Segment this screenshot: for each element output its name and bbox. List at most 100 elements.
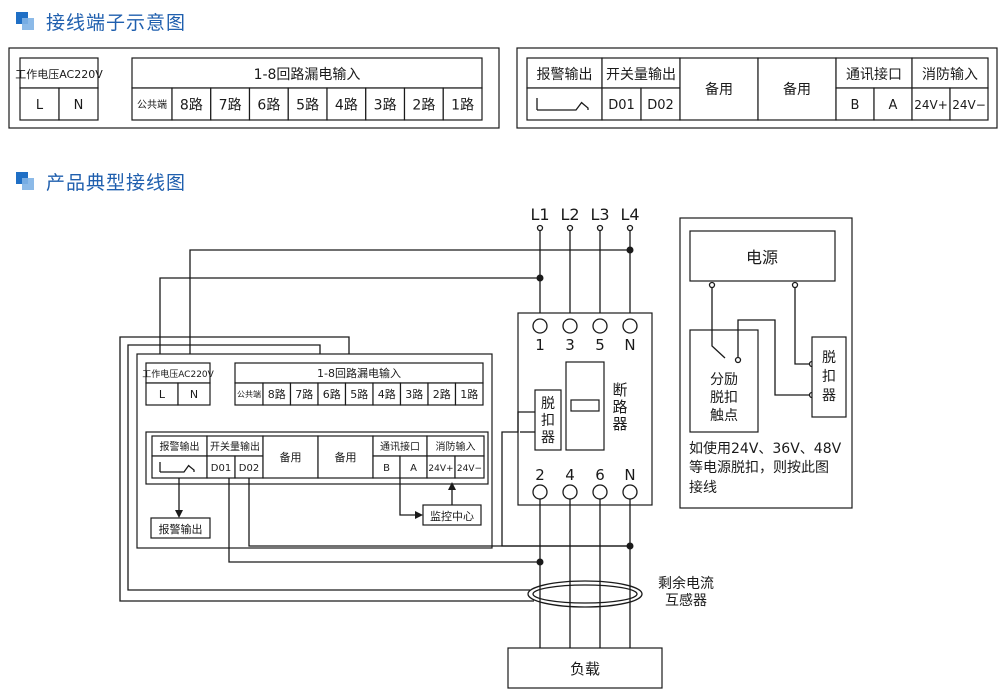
leakage-label: 2路: [412, 97, 435, 113]
dev-comm-header: 通讯接口: [380, 440, 420, 453]
monitor-arrow-head: [415, 511, 423, 519]
switch-d02-cell: [640, 87, 681, 121]
power-l-label: L: [36, 98, 44, 113]
breaker-trip-1: 脱: [541, 396, 555, 412]
fire-arrow-head: [448, 482, 456, 490]
ct-toroid-outer: [527, 580, 643, 608]
shunt-trip-3: 器: [822, 388, 836, 404]
leakage-label: 5路: [296, 97, 319, 113]
breaker-term-4: 4: [565, 466, 575, 484]
power-n-cell: [58, 87, 99, 121]
comm-b: B: [851, 98, 860, 113]
dev-power-n-cell: [177, 382, 211, 406]
phase-input-terminals: [536, 224, 634, 232]
breaker-term-3: 3: [565, 336, 575, 354]
alarm-contact-cell: [526, 87, 603, 121]
alarm-output-label: 报警输出: [159, 522, 203, 536]
power-header-cell: [19, 57, 99, 89]
leakage-cell: [442, 87, 483, 121]
leakage-cell: [210, 87, 251, 121]
dev-comm-a: A: [410, 463, 417, 474]
fire-header: 消防输入: [922, 67, 978, 83]
power-header: 工作电压AC220V: [15, 68, 103, 81]
dev-alarm-header: 报警输出: [160, 440, 200, 453]
relay-contact-icon: [536, 98, 589, 111]
leakage-label: 3路: [374, 97, 397, 113]
dev-leakage-label: 2路: [433, 388, 451, 401]
fire-header-cell: [911, 57, 989, 89]
alarm-output-box: [150, 517, 211, 539]
breaker-term-n-top: N: [624, 336, 635, 354]
dev-fire-p: 24V+: [428, 464, 453, 474]
switch-d02: D02: [647, 98, 674, 113]
power-wire-n: [189, 249, 630, 363]
alarm-arrow-head: [175, 510, 183, 518]
shunt-contact-2: 脱扣: [710, 390, 738, 406]
dev-leakage-label: 7路: [295, 388, 313, 401]
shunt-power-box: [689, 230, 836, 282]
leakage-label: 6路: [257, 97, 280, 113]
breaker-term-5: 5: [595, 336, 605, 354]
dev-leakage-label: 5路: [350, 388, 368, 401]
switch-header-cell: [601, 57, 681, 89]
spare2-label: 备用: [783, 81, 811, 98]
dev-power-header: 工作电压AC220V: [142, 368, 214, 380]
leakage-cell: [287, 87, 328, 121]
phase-label-l1: L1: [530, 205, 549, 224]
dev-power-l: L: [159, 388, 166, 401]
leakage-cell: [248, 87, 289, 121]
dev-leakage-cell: [454, 382, 484, 406]
breaker-name-1: 断: [612, 381, 627, 399]
fire-p-cell: [911, 87, 951, 121]
leakage-label: 8路: [180, 97, 203, 113]
section-title-terminal: 接线端子示意图: [16, 9, 187, 34]
section-marker-icon: [16, 172, 34, 190]
load-box: [507, 647, 663, 689]
shunt-note-2: 等电源脱扣，则按此图: [689, 459, 829, 476]
leakage-cell: [171, 87, 212, 121]
phase-label-l4: L4: [620, 205, 639, 224]
shunt-contact-box: [689, 329, 759, 433]
breaker-trip-2: 扣: [541, 413, 555, 429]
d01-wire: [228, 478, 540, 563]
dev-power-n: N: [190, 388, 198, 401]
breaker-trip-3: 器: [541, 430, 555, 446]
leakage-header: 1-8回路漏电输入: [254, 67, 361, 83]
power-l-cell: [19, 87, 60, 121]
breaker-top-terminals: [532, 318, 638, 334]
section-title-text: 接线端子示意图: [46, 11, 187, 34]
shunt-power-label: 电源: [746, 248, 778, 267]
fire-p: 24V+: [914, 98, 948, 112]
shunt-note-3: 接线: [689, 479, 717, 496]
shunt-trip-1: 脱: [822, 350, 836, 366]
dev-leakage-label: 3路: [405, 388, 423, 401]
dev-fire-header: 消防输入: [436, 440, 476, 453]
dev-spare1-cell: [262, 435, 319, 479]
shunt-wire-contact: [737, 319, 812, 396]
ct-wire-2: [127, 344, 530, 591]
fire-m-cell: [949, 87, 989, 121]
phase-label-l3: L3: [590, 205, 609, 224]
shunt-contact-3: 触点: [710, 408, 738, 424]
ct-wire-1: [119, 336, 534, 602]
section-title-text: 产品典型接线图: [46, 171, 187, 194]
leakage-label: 4路: [335, 97, 358, 113]
dev-leakage-label: 公共端: [237, 389, 261, 399]
shunt-power-terminals: [708, 281, 799, 289]
load-label: 负载: [570, 660, 600, 678]
dev-relay-contact-icon: [159, 462, 195, 473]
breaker-term-2: 2: [535, 466, 545, 484]
phase-input-wires: [539, 231, 631, 318]
spare1-label: 备用: [705, 81, 733, 98]
dev-leakage-header: 1-8回路漏电输入: [317, 366, 401, 380]
shunt-note-1: 如使用24V、36V、48V: [689, 440, 842, 457]
switch-d01: D01: [608, 98, 635, 113]
shunt-contact-1: 分励: [710, 372, 738, 388]
breaker-bottom-terminals: [532, 484, 638, 500]
ct-toroid-inner: [532, 584, 638, 604]
dev-leakage-label: 6路: [323, 388, 341, 401]
breaker-name-2: 路: [612, 398, 627, 416]
